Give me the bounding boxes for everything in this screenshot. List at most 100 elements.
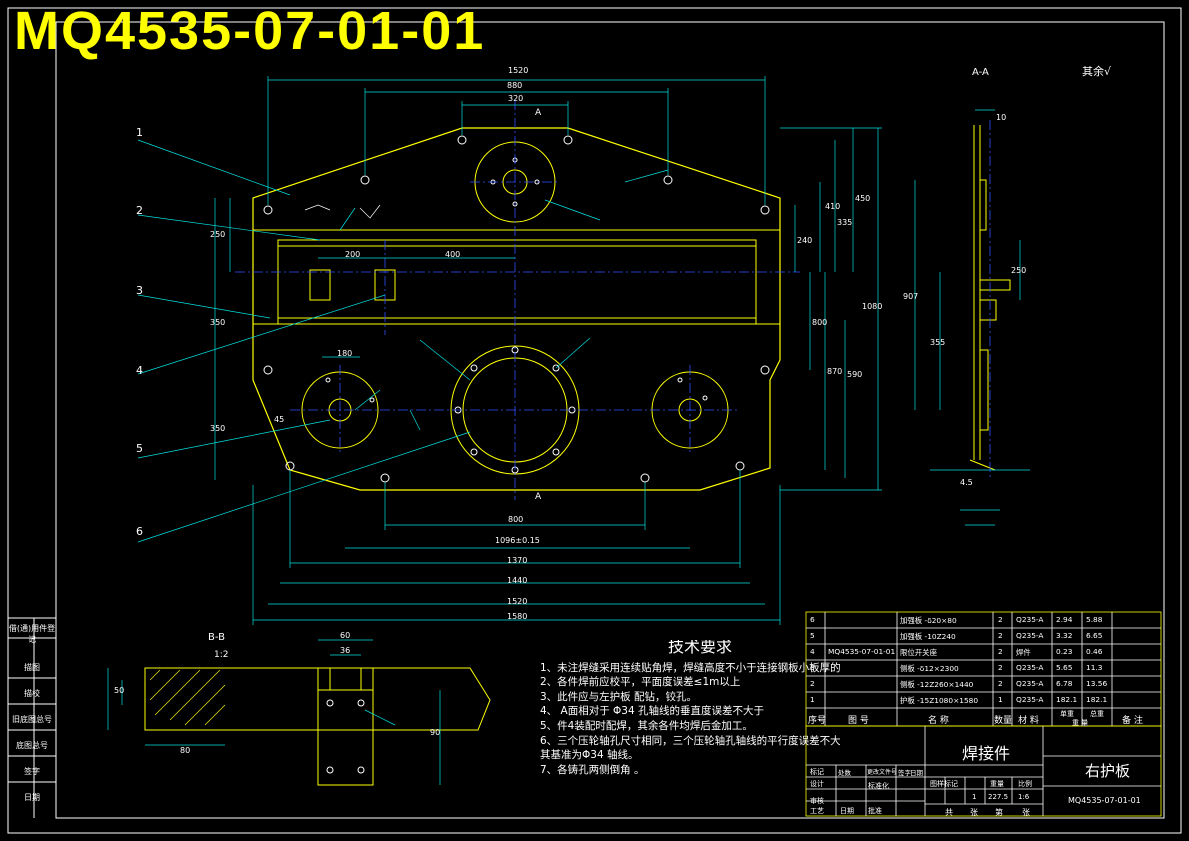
tech-item-4: 4、 A面相对于 Φ34 孔轴线的垂直度误差不大于	[540, 705, 765, 718]
bom-cell-unit: 0.23	[1056, 647, 1073, 656]
bom-cell-qty: 2	[998, 615, 1003, 624]
bom-cell-no: 4	[810, 647, 815, 656]
bom-cell-total: 13.56	[1086, 679, 1108, 688]
section-bb	[107, 639, 491, 786]
dim-aa-355: 355	[930, 338, 946, 347]
dim-right-410: 410	[825, 202, 841, 211]
bom-cell-qty: 1	[998, 695, 1003, 704]
bom-cell-total: 11.3	[1086, 663, 1103, 672]
bom-cell-qty: 2	[998, 679, 1003, 688]
bom-cell-qty: 2	[998, 631, 1003, 640]
title-head-change: 更改文件号	[867, 769, 898, 776]
stamp-label-4: 旧底图总号	[12, 715, 52, 724]
dim-aa-250: 250	[1011, 266, 1027, 275]
bom-cell-total: 182.1	[1086, 695, 1108, 704]
title-weight: 227.5	[988, 793, 1009, 801]
bom-cell-total: 6.65	[1086, 631, 1103, 640]
title-process: 工艺	[810, 807, 824, 815]
title-stage-mark: 图样标记	[930, 780, 958, 788]
roughness-text: 其余	[1082, 65, 1104, 78]
bom-head-remark: 备 注	[1122, 716, 1143, 726]
dim-right-870: 870	[827, 367, 843, 376]
title-mark: 标记	[810, 768, 824, 776]
callout-3: 3	[136, 284, 143, 297]
dim-bb-36: 36	[340, 646, 351, 655]
title-qty: 1	[972, 793, 977, 801]
bom-cell-name: 侧板 -δ12×2300	[900, 664, 959, 673]
dim-right-800: 800	[812, 318, 828, 327]
title-date: 日期	[840, 807, 854, 815]
bom-cell-unit: 2.94	[1056, 615, 1073, 624]
dim-bb-80: 80	[180, 746, 191, 755]
bom-head-material: 材 料	[1018, 716, 1039, 726]
bom-cell-unit: 182.1	[1056, 695, 1078, 704]
bom-cell-unit: 6.78	[1056, 679, 1073, 688]
tech-title: 技术要求	[667, 640, 732, 655]
dim-mid-180: 180	[337, 349, 353, 358]
dim-top-320: 320	[508, 94, 524, 103]
callout-6: 6	[136, 525, 143, 538]
bom-head-total: 总重	[1090, 710, 1104, 718]
callout-1: 1	[136, 126, 143, 139]
bom-head-weight: 重 量	[1072, 719, 1089, 727]
title-design: 设计	[810, 780, 824, 788]
title-head-date: 日期	[910, 769, 923, 777]
bom-head-code: 图 号	[848, 716, 869, 726]
bom-cell-name: 限位开关座	[900, 648, 937, 657]
bom-cell-material: Q235-A	[1016, 679, 1044, 688]
bom-cell-code: MQ4535-07-01-01	[828, 647, 896, 656]
bom-cell-material: Q235-A	[1016, 615, 1044, 624]
cut-label-top: A	[535, 108, 542, 118]
bom-head-name: 名 称	[928, 716, 949, 726]
tech-item-6: 6、三个压轮轴孔尺寸相同，三个压轮轴孔轴线的平行度误差不大于	[540, 734, 840, 747]
stamp-label-2: 描图	[24, 663, 40, 672]
title-block	[805, 725, 1162, 817]
bom-cell-name: 护板 -15Ζ1080×1580	[900, 696, 979, 705]
title-sheet-total: 共	[945, 808, 953, 817]
roughness-check-icon: √	[1104, 65, 1112, 78]
dim-bottom-1520: 1520	[507, 597, 528, 606]
title-sheet-unit-2: 张	[1022, 808, 1030, 817]
title-review: 审核	[810, 797, 824, 805]
title-head-count: 处数	[838, 769, 851, 777]
dim-aa-907: 907	[903, 292, 919, 301]
bom-cell-name: 侧板 -12Ζ260×1440	[900, 680, 974, 689]
bom-cell-material: 焊件	[1016, 648, 1031, 657]
dim-bottom-1370: 1370	[507, 556, 528, 565]
dim-mid-400: 400	[445, 250, 461, 259]
dim-top-1520: 1520	[508, 66, 529, 75]
bom-cell-material: Q235-A	[1016, 695, 1044, 704]
stamp-label-6: 签字	[24, 767, 40, 776]
dim-mid-200: 200	[345, 250, 361, 259]
dim-bb-90: 90	[430, 728, 441, 737]
bom-cell-name: 加强板 -δ20×80	[900, 616, 957, 625]
dim-bottom-1440: 1440	[507, 576, 528, 585]
drawing-number-large: MQ4535-07-01-01	[14, 1, 486, 61]
bom-cell-no: 3	[810, 663, 815, 672]
title-stage-weight: 重量	[990, 780, 1004, 788]
bom-cell-no: 6	[810, 615, 815, 624]
bom-cell-unit: 3.32	[1056, 631, 1073, 640]
stamp-label-3: 描校	[24, 689, 40, 698]
stamp-label-1: 借(通)用件登记	[8, 624, 56, 644]
dim-left-250: 250	[210, 230, 226, 239]
title-sheet-unit-1: 张	[970, 808, 978, 817]
bom-head-unit: 单重	[1060, 710, 1074, 718]
title-approve: 批准	[868, 807, 882, 815]
title-scale: 1:6	[1018, 793, 1030, 801]
drawing-frame	[7, 7, 1182, 834]
title-drawing-no: MQ4535-07-01-01	[1068, 796, 1141, 805]
bom-cell-unit: 5.65	[1056, 663, 1073, 672]
dim-bb-60: 60	[340, 631, 351, 640]
bom-cell-no: 1	[810, 695, 815, 704]
dim-top-880: 880	[507, 81, 523, 90]
stamp-label-7: 日期	[24, 793, 40, 802]
dim-bottom-1580: 1580	[507, 612, 528, 621]
title-sheet-no: 第	[995, 808, 1003, 817]
title-part-type: 焊接件	[962, 744, 1011, 763]
roughness-note: 其余√	[1082, 63, 1111, 79]
dim-right-450: 450	[855, 194, 871, 203]
bom-cell-qty: 2	[998, 663, 1003, 672]
bom-cell-qty: 2	[998, 647, 1003, 656]
